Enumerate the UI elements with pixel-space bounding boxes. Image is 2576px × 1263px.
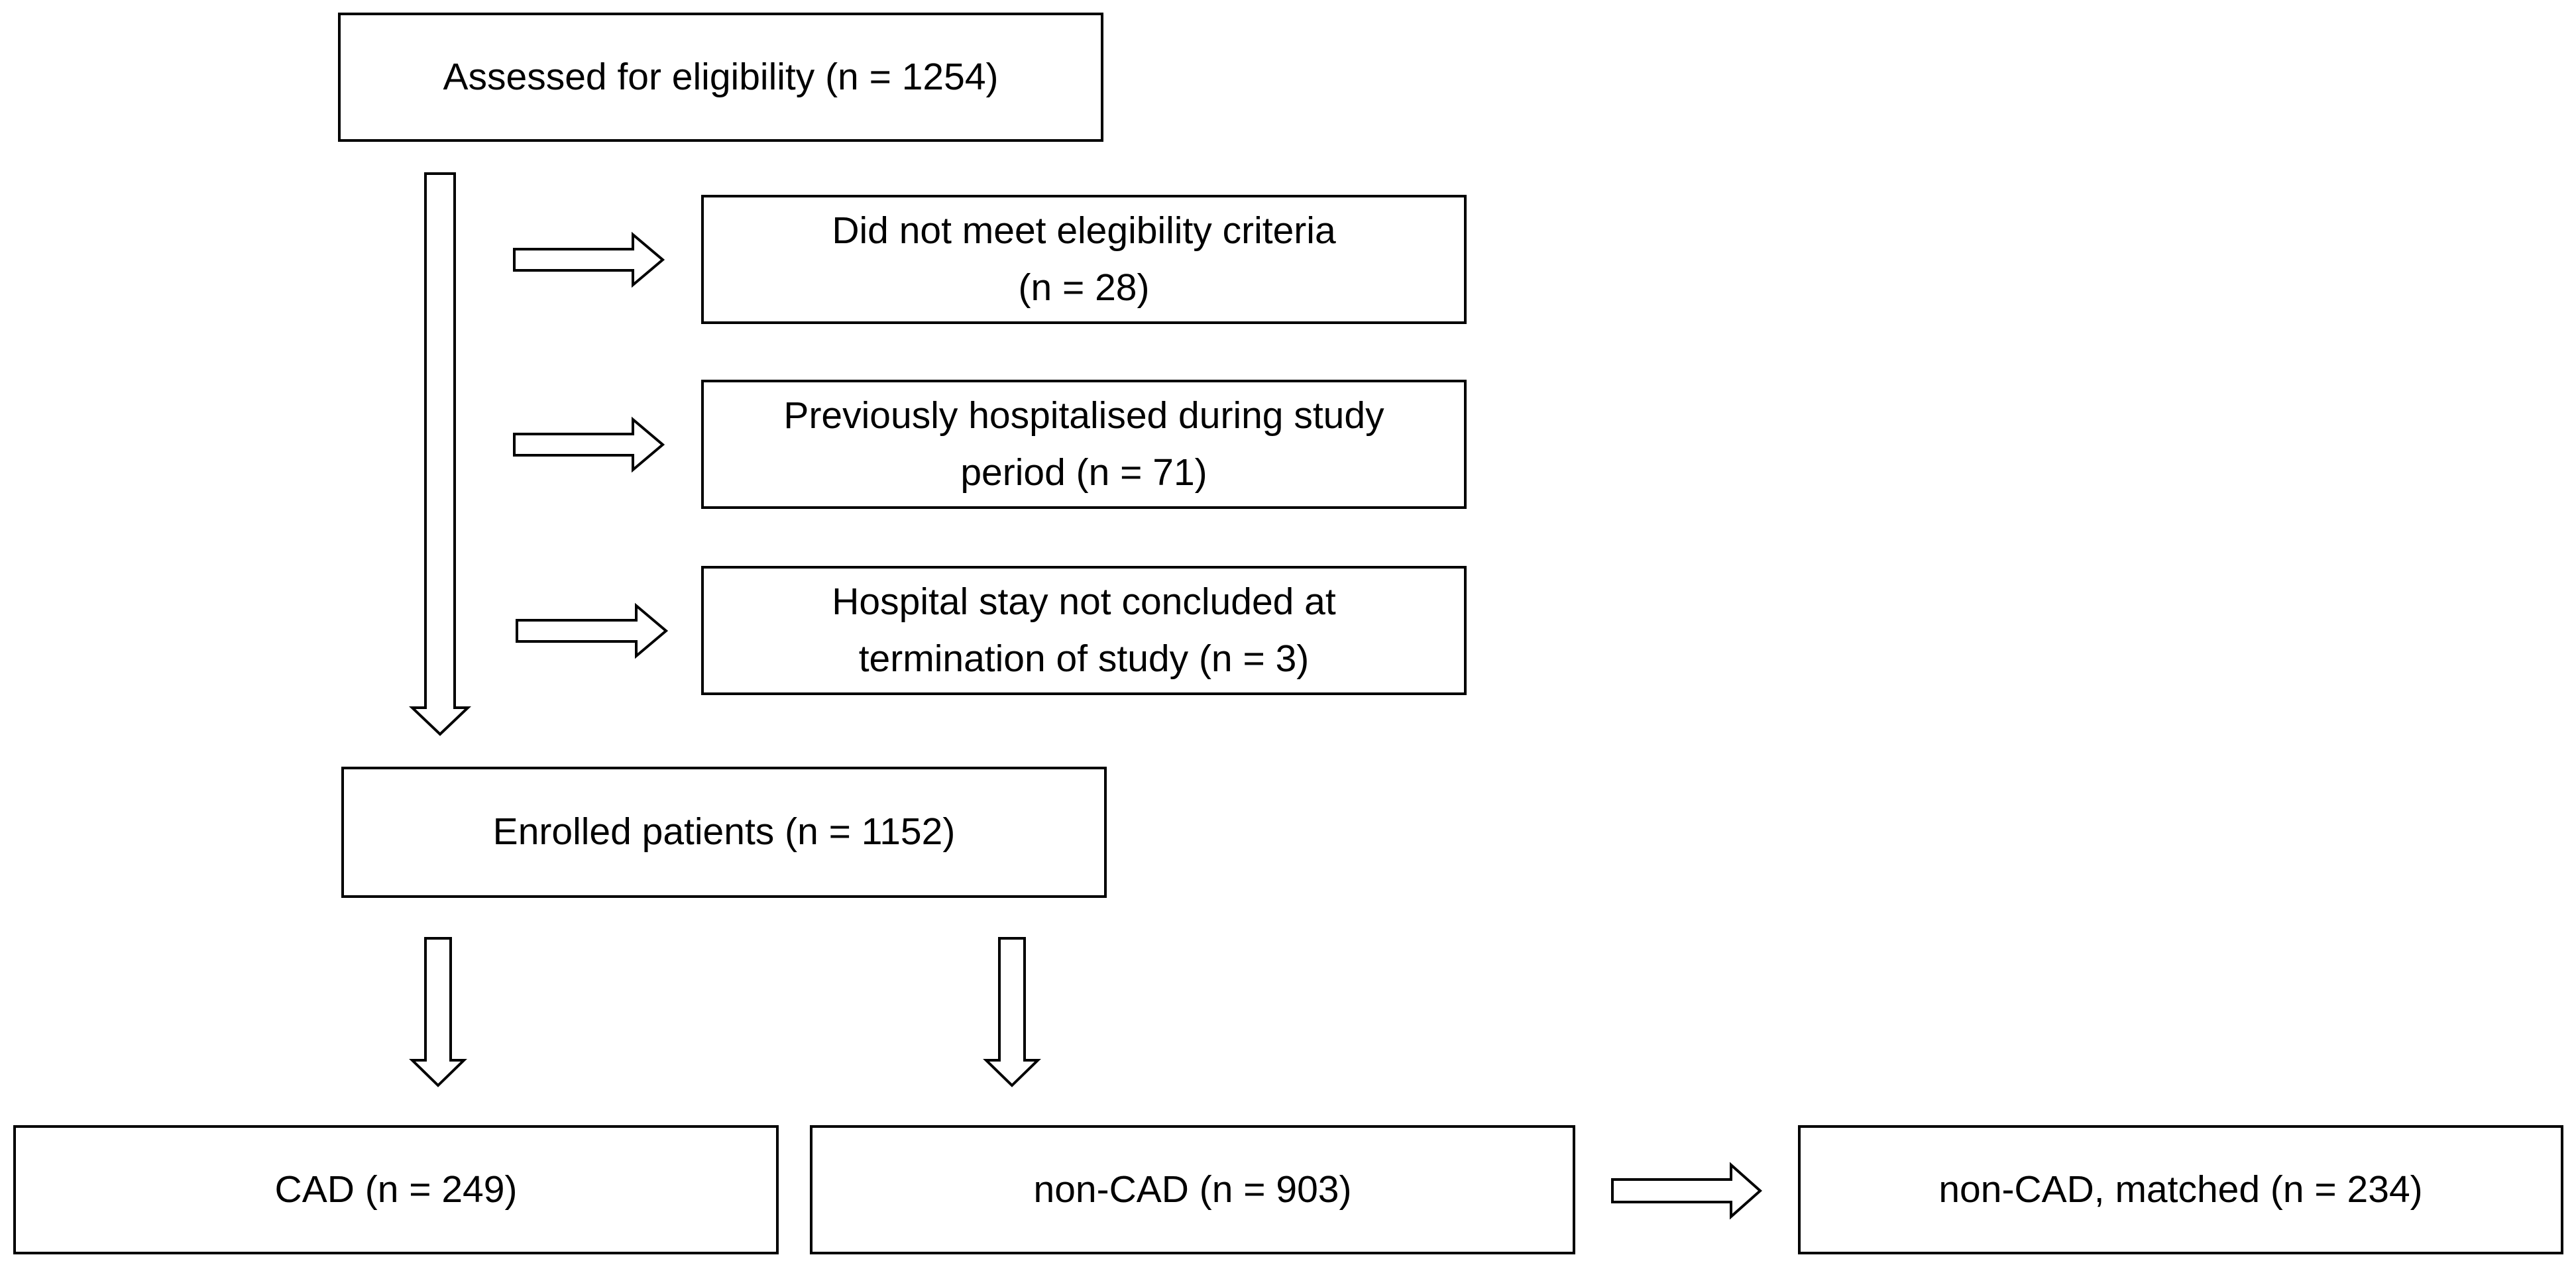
assessed-text: Assessed for eligibility (n = 1254) — [443, 55, 999, 98]
enrolled-text: Enrolled patients (n = 1152) — [492, 810, 956, 853]
exclusion-box-1: Did not meet elegibility criteria (n = 2… — [701, 195, 1467, 324]
non-cad-matched-text: non-CAD, matched (n = 234) — [1938, 1168, 2423, 1211]
arrow-right-exclusion-2 — [513, 416, 665, 473]
exclusion-box-2: Previously hospitalised during study per… — [701, 380, 1467, 509]
arrow-right-exclusion-3 — [516, 602, 669, 659]
arrow-right-exclusion-1 — [513, 231, 665, 288]
exclusion-3-line-1: Hospital stay not concluded at — [832, 580, 1336, 623]
arrow-down-non-cad — [983, 937, 1041, 1087]
exclusion-2-line-2: period (n = 71) — [960, 451, 1207, 494]
cad-box: CAD (n = 249) — [13, 1125, 779, 1254]
assessed-box: Assessed for eligibility (n = 1254) — [338, 13, 1103, 142]
arrow-down-cad — [409, 937, 467, 1087]
enrolled-box: Enrolled patients (n = 1152) — [341, 767, 1107, 898]
exclusion-1-line-1: Did not meet elegibility criteria — [832, 209, 1336, 252]
non-cad-text: non-CAD (n = 903) — [1033, 1168, 1352, 1211]
exclusion-3-line-2: termination of study (n = 3) — [858, 637, 1310, 680]
arrow-down-main — [409, 172, 471, 736]
cad-text: CAD (n = 249) — [274, 1168, 518, 1211]
non-cad-matched-box: non-CAD, matched (n = 234) — [1798, 1125, 2563, 1254]
exclusion-2-line-1: Previously hospitalised during study — [783, 394, 1384, 437]
non-cad-box: non-CAD (n = 903) — [810, 1125, 1575, 1254]
exclusion-box-3: Hospital stay not concluded at terminati… — [701, 566, 1467, 695]
exclusion-1-line-2: (n = 28) — [1018, 266, 1150, 309]
arrow-right-matched — [1611, 1162, 1763, 1220]
